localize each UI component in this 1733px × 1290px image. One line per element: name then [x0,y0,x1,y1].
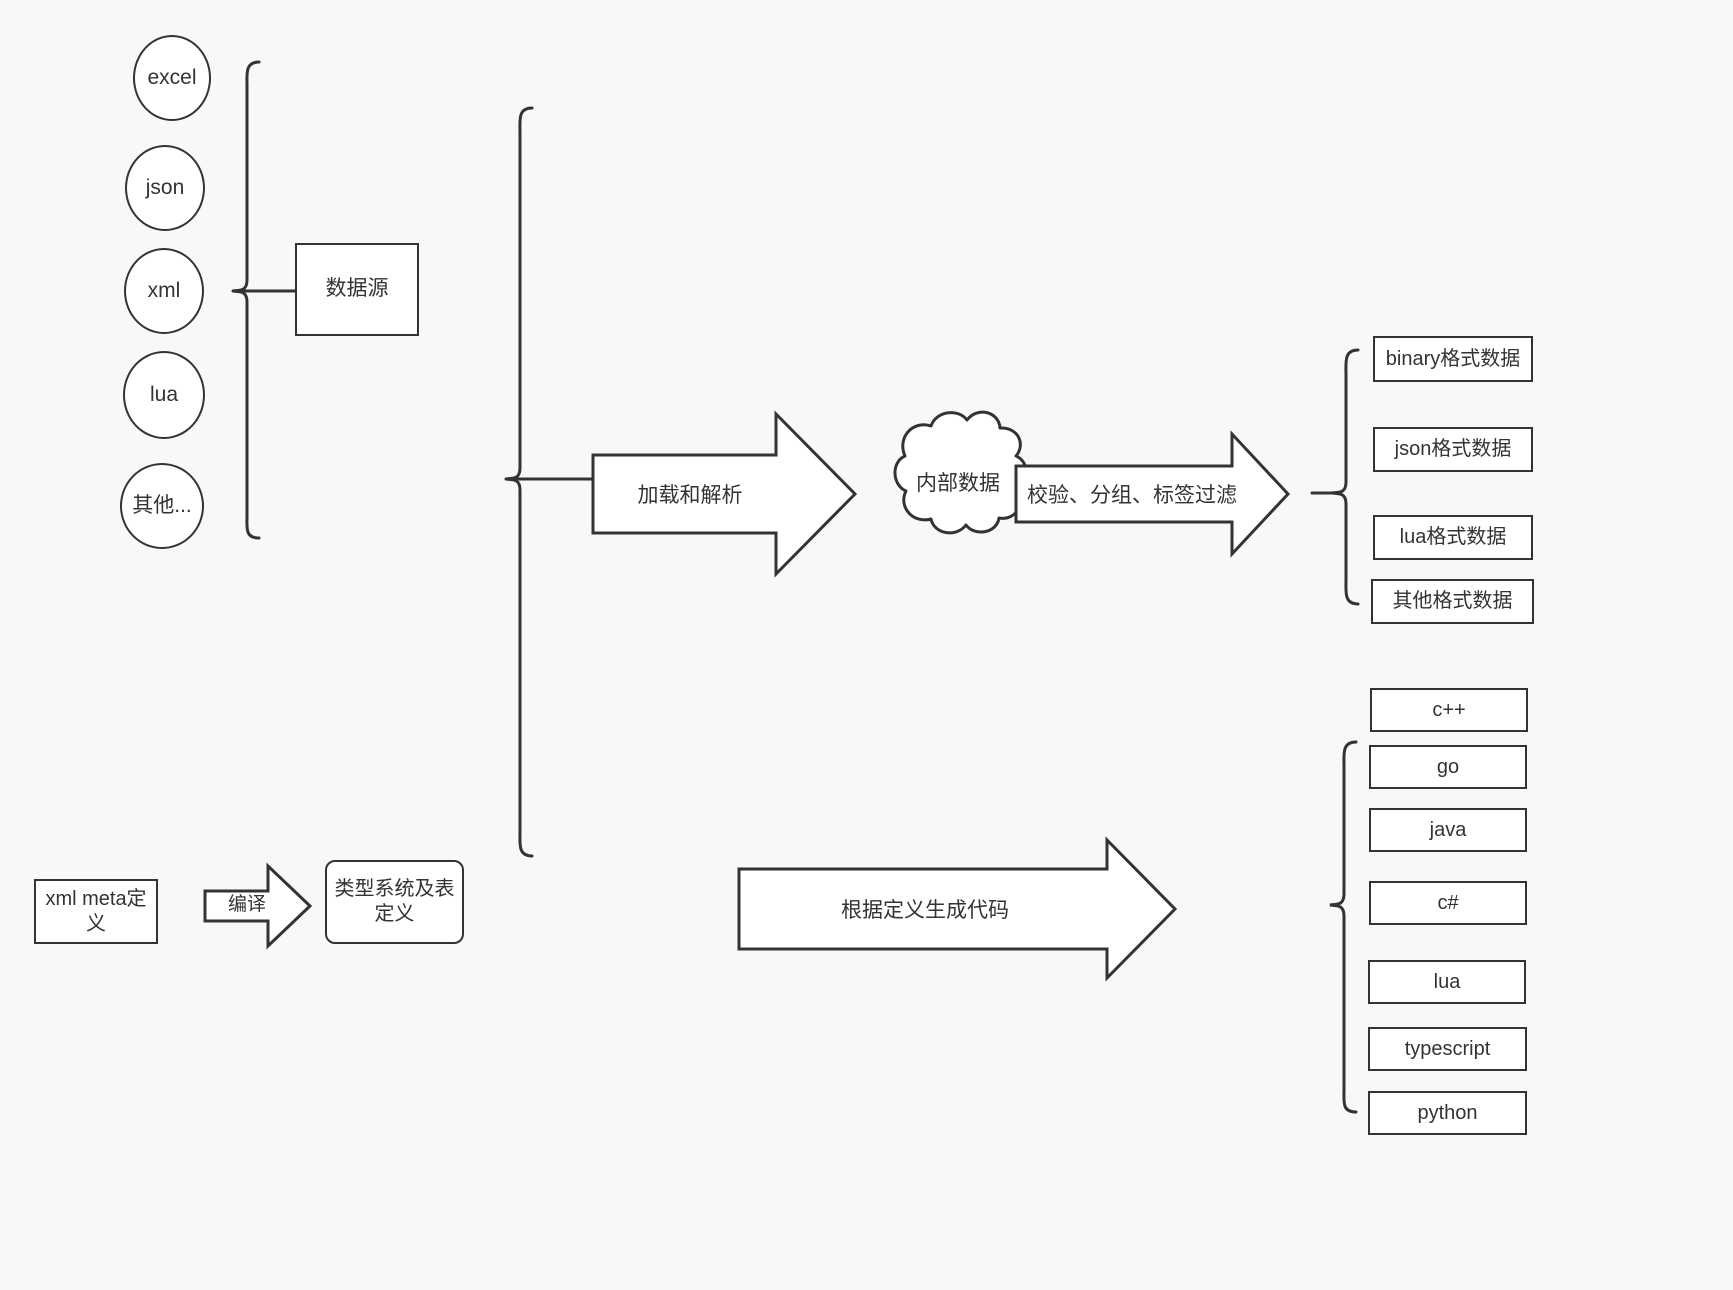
compile-arrow-label: 编译 [214,885,280,919]
output-format-box-other[interactable]: 其他格式数据 [1371,579,1534,624]
compile-arrow-text: 编译 [227,893,266,915]
xml-meta-definition-box[interactable]: xml meta定义 [34,879,158,944]
validate-group-filter-arrow [1014,430,1291,558]
source-node-label: 其他... [132,493,192,517]
source-node-xml[interactable]: xml [124,248,204,334]
load-parse-arrow-text: 加载和解析 [637,484,743,507]
internal-data-text: 内部数据 [916,472,1000,495]
data-source-box[interactable]: 数据源 [295,243,419,336]
source-node-label: excel [147,65,197,89]
output-language-label: python [1417,1101,1478,1124]
codegen-arrow-label: 根据定义生成代码 [745,887,1105,931]
source-node-other[interactable]: 其他... [120,463,204,549]
output-format-label: lua格式数据 [1399,526,1507,548]
source-node-excel[interactable]: excel [133,35,211,121]
type-system-label: 类型系统及表 定义 [334,878,455,925]
output-language-box-lua[interactable]: lua [1368,960,1526,1004]
validate-group-filter-text: 校验、分组、标签过滤 [1027,484,1237,507]
output-format-box-lua[interactable]: lua格式数据 [1373,515,1533,560]
output-language-box-java[interactable]: java [1369,808,1527,852]
output-language-label: c++ [1432,698,1466,721]
load-parse-arrow [591,410,858,578]
codegen-arrow [737,836,1178,982]
output-language-box-cpp[interactable]: c++ [1370,688,1528,732]
data-source-label: 数据源 [325,277,389,301]
xml-meta-definition-label: xml meta定义 [45,887,147,935]
output-format-label: json格式数据 [1394,438,1512,460]
output-language-box-python[interactable]: python [1368,1091,1527,1135]
output-format-label: 其他格式数据 [1392,590,1513,612]
internal-data-cloud [893,410,1028,535]
output-format-box-binary[interactable]: binary格式数据 [1373,336,1533,382]
output-format-label: binary格式数据 [1385,347,1521,370]
type-system-box[interactable]: 类型系统及表 定义 [325,860,464,944]
source-node-lua[interactable]: lua [123,351,205,439]
source-node-label: lua [149,382,179,406]
output-language-label: lua [1433,970,1461,993]
output-language-box-typescript[interactable]: typescript [1368,1027,1527,1071]
source-node-json[interactable]: json [125,145,205,231]
output-language-box-go[interactable]: go [1369,745,1527,789]
internal-data-cloud-label: 内部数据 [890,460,1026,504]
sources-brace [231,60,297,540]
compile-arrow [203,862,313,950]
output-language-label: go [1436,755,1460,778]
output-format-box-json[interactable]: json格式数据 [1373,427,1533,472]
output-languages-brace [1329,740,1358,1114]
codegen-arrow-text: 根据定义生成代码 [841,899,1009,922]
output-language-box-csharp[interactable]: c# [1369,881,1527,925]
center-brace [504,106,594,858]
load-parse-arrow-label: 加载和解析 [600,472,780,516]
source-node-label: xml [147,278,181,302]
validate-group-filter-arrow-label: 校验、分组、标签过滤 [1024,472,1240,516]
output-formats-brace [1310,348,1360,606]
output-language-label: typescript [1404,1037,1491,1060]
output-language-label: java [1429,818,1467,841]
output-language-label: c# [1437,891,1459,914]
source-node-label: json [145,175,185,199]
